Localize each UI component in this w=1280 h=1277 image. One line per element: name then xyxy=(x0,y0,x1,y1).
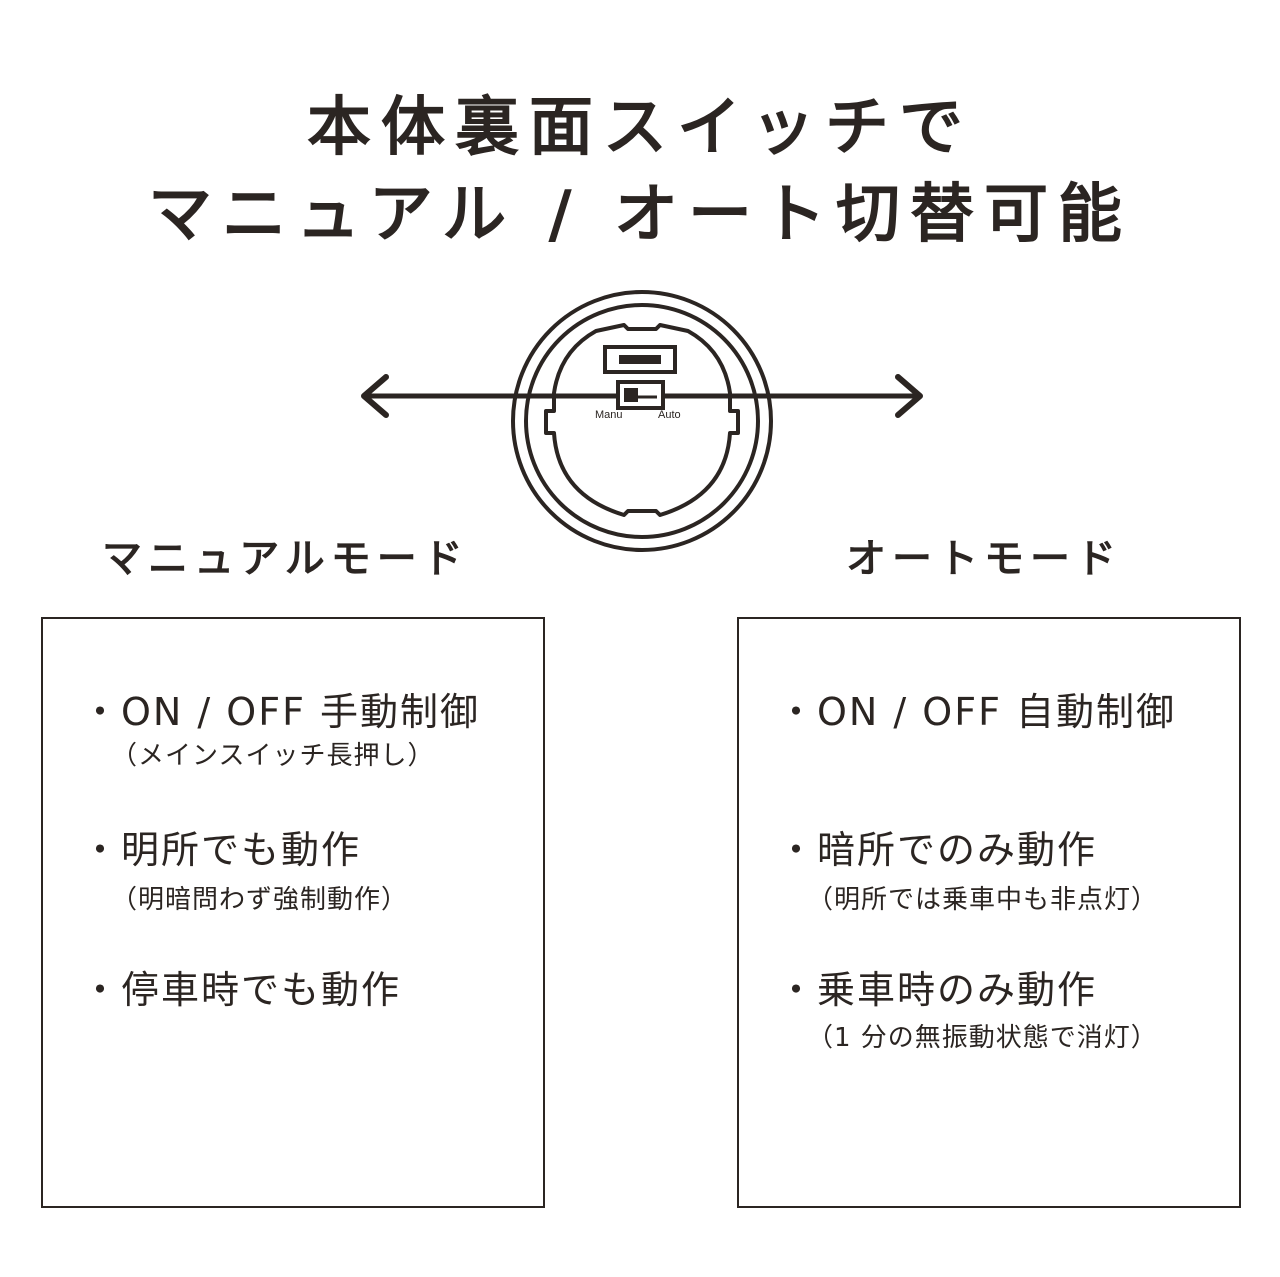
manual-switch-label: Manu xyxy=(595,409,623,421)
auto-mode-panel: ・ON / OFF 自動制御 ・暗所でのみ動作 （明所では乗車中も非点灯） ・乗… xyxy=(737,617,1241,1208)
auto-mode-heading: オートモード xyxy=(846,536,1122,582)
title-line-1: 本体裏面スイッチで xyxy=(307,91,973,165)
device-back-diagram: Manu Auto xyxy=(361,290,923,552)
auto-feature-3-note: （1 分の無振動状態で消灯） xyxy=(807,1023,1158,1053)
mode-switch-knob xyxy=(624,388,638,402)
usb-port-inner xyxy=(619,355,661,364)
auto-switch-label: Auto xyxy=(658,409,681,421)
manual-feature-1-note: （メインスイッチ長押し） xyxy=(111,741,435,771)
auto-feature-2: ・暗所でのみ動作 xyxy=(777,828,1098,872)
device-chassis-outline xyxy=(544,323,740,517)
device-outer-ring xyxy=(511,290,773,552)
auto-feature-2-note: （明所では乗車中も非点灯） xyxy=(807,885,1159,915)
manual-feature-3: ・停車時でも動作 xyxy=(81,968,402,1012)
arrow-left-head xyxy=(361,374,389,418)
manual-feature-1: ・ON / OFF 手動制御 xyxy=(81,690,481,734)
manual-feature-2: ・明所でも動作 xyxy=(81,828,362,872)
manual-mode-heading: マニュアルモード xyxy=(102,536,469,582)
arrow-right-head xyxy=(895,374,923,418)
manual-mode-panel: ・ON / OFF 手動制御 （メインスイッチ長押し） ・明所でも動作 （明暗問… xyxy=(41,617,545,1208)
auto-feature-3: ・乗車時のみ動作 xyxy=(777,968,1098,1012)
title-line-2: マニュアル / オート切替可能 xyxy=(147,178,1133,252)
manual-feature-2-note: （明暗問わず強制動作） xyxy=(111,885,409,915)
auto-feature-1: ・ON / OFF 自動制御 xyxy=(777,690,1177,734)
device-inner-ring xyxy=(524,303,760,539)
